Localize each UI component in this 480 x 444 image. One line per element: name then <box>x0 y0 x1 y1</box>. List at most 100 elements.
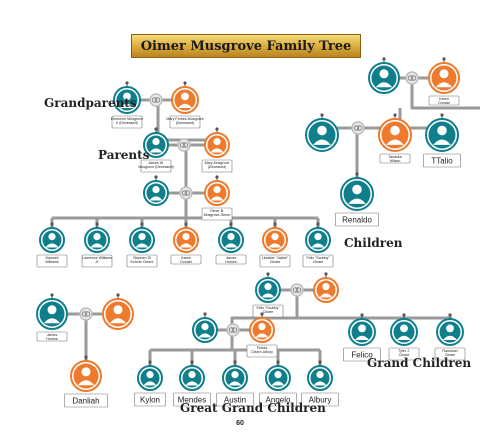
marriage-ring-icon <box>351 121 365 135</box>
person-node-ttalio: TTalio <box>423 113 461 168</box>
person-label-box <box>36 254 68 268</box>
person-label-box <box>259 254 291 268</box>
person-node-father: James W.Musgrove (Deceased) <box>138 127 174 173</box>
person-node-karen_partner <box>368 57 400 94</box>
person-name: Felix "Scubby"Cleare <box>256 306 280 314</box>
person-avatar-icon <box>42 230 62 250</box>
person-label-box <box>126 254 158 268</box>
person-name: Angelo <box>266 396 291 405</box>
marriage-ring-icon <box>226 323 240 337</box>
person-label-box <box>246 344 278 358</box>
person-avatar-icon <box>207 135 227 155</box>
person-label-box <box>302 254 334 268</box>
person-avatar-icon <box>381 121 409 149</box>
person-label-box <box>36 331 68 342</box>
person-name: TTalio <box>431 157 453 166</box>
person-avatar-icon <box>428 121 456 149</box>
person-label-box <box>173 392 211 407</box>
person-name: Danliah <box>72 397 99 406</box>
person-label-box <box>140 159 172 173</box>
person-avatar-icon <box>39 301 65 327</box>
person-node-felix_2: Felix "Scubby"Cleare <box>252 272 284 318</box>
person-label-box <box>169 115 201 129</box>
person-label-box <box>334 212 379 227</box>
marriage-ring-icon <box>177 138 191 152</box>
person-label-box <box>201 207 233 221</box>
person-label-box <box>216 392 254 407</box>
person-name: Felix "Scubby"Cleare <box>306 256 330 264</box>
person-label-box <box>388 347 420 361</box>
person-node-felix: Felix "Scubby"Cleare <box>302 222 334 268</box>
person-label-box <box>301 392 339 407</box>
person-label-box <box>81 254 113 268</box>
person-avatar-icon <box>310 368 330 388</box>
person-avatar-icon <box>174 89 196 111</box>
person-avatar-icon <box>105 301 131 327</box>
person-avatar-icon <box>258 280 278 300</box>
person-node-felico: Felico <box>343 313 381 362</box>
person-avatar-icon <box>176 230 196 250</box>
person-label-box <box>201 159 233 173</box>
person-label-box <box>215 254 247 265</box>
person-node-james_partner <box>102 293 134 330</box>
person-name: Kylon <box>140 396 160 405</box>
person-name: Tyler J.Cleare <box>398 349 410 357</box>
person-label-box <box>64 393 109 408</box>
label-grandparents: Grandparents <box>44 96 137 110</box>
person-node-austin: Austin <box>216 360 254 407</box>
person-label-box <box>423 153 461 168</box>
label-children: Children <box>344 236 403 250</box>
title-banner: Oimer Musgrove Family Tree <box>131 34 361 58</box>
person-node-felix_partner <box>313 272 339 303</box>
person-name: Mary Musgrove(Deceased) <box>205 161 230 169</box>
person-avatar-icon <box>351 321 373 343</box>
person-name: Mary Forbes-Musgrove(Deceased) <box>166 117 203 125</box>
label-great-grand-children: Great Grand Children <box>180 401 326 415</box>
person-avatar-icon <box>268 368 288 388</box>
person-name: Oimer B.Musgrove-Girton <box>204 209 231 217</box>
marriage-ring-icon <box>179 186 193 200</box>
person-label-box <box>379 153 411 164</box>
person-avatar-icon <box>182 368 202 388</box>
person-name: Lindabe "Jackie"Cleare <box>262 256 289 264</box>
person-avatar-icon <box>225 368 245 388</box>
person-avatar-icon <box>308 121 336 149</box>
person-node-albury: Albury <box>301 360 339 407</box>
person-label-box <box>134 392 166 407</box>
page-number: 60 <box>236 420 244 427</box>
person-avatar-icon <box>73 363 99 389</box>
person-name: Albury <box>309 396 332 405</box>
person-avatar-icon <box>431 65 457 91</box>
person-avatar-icon <box>221 230 241 250</box>
person-label-box <box>170 254 202 265</box>
person-name: Felico <box>351 351 373 360</box>
person-node-tyler: Tyler J.Cleare <box>388 313 420 361</box>
person-node-oimer: Oimer B.Musgrove-Girton <box>201 175 233 221</box>
person-avatar-icon <box>116 89 138 111</box>
person-node-felicia_partner <box>192 312 218 343</box>
person-label-box <box>111 115 143 129</box>
person-avatar-icon <box>371 65 397 91</box>
person-avatar-icon <box>195 320 215 340</box>
marriage-ring-icon <box>149 93 163 107</box>
marriage-ring-icon <box>79 307 93 321</box>
person-name: James W.Musgrove (Deceased) <box>138 161 173 169</box>
person-node-kylon: Kylon <box>134 360 166 407</box>
person-node-mendes: Mendes <box>173 360 211 407</box>
person-node-mother: Mary Musgrove(Deceased) <box>201 127 233 173</box>
